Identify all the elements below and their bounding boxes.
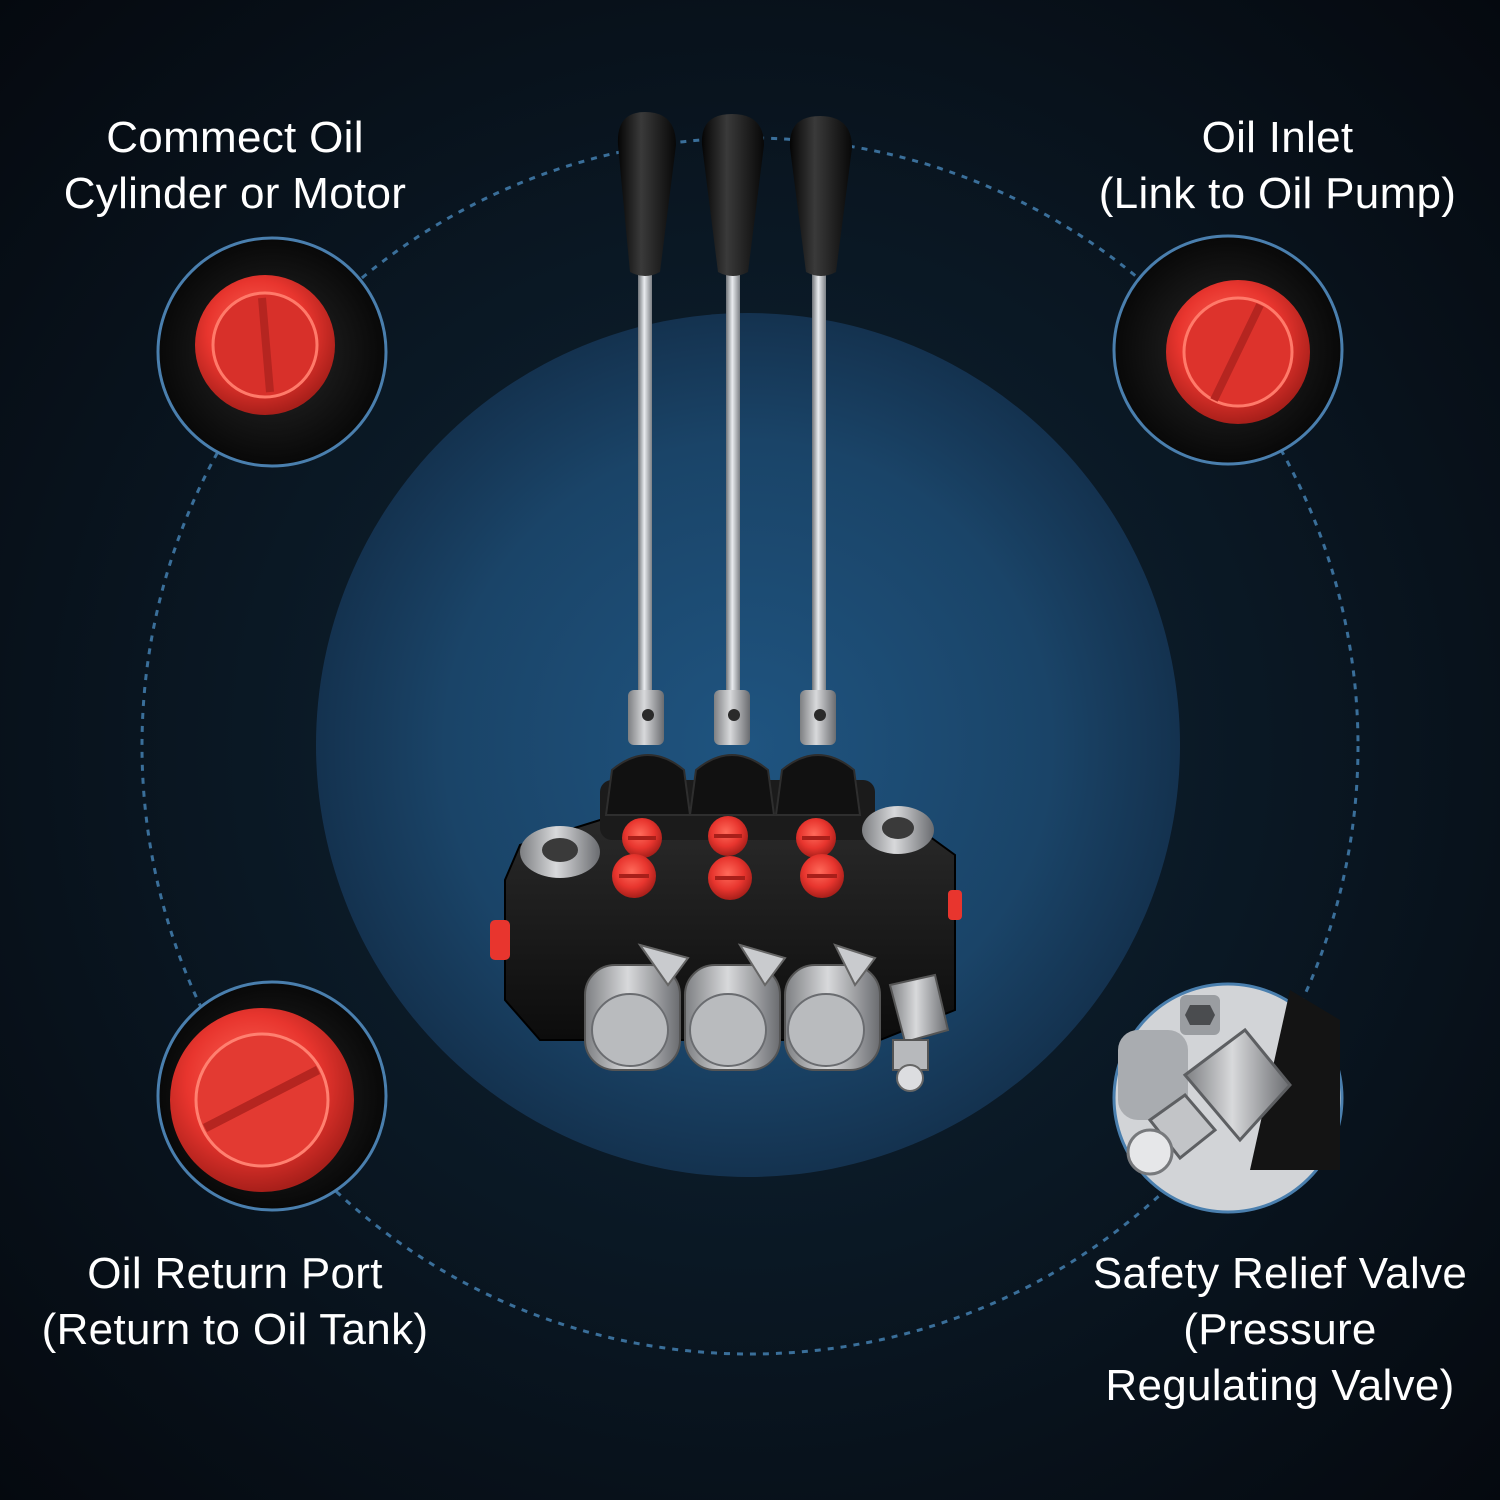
spool-cap (584, 943, 690, 1071)
red-port-cap-icon (1166, 280, 1310, 424)
control-lever (604, 112, 692, 816)
callout-line: (Pressure (1183, 1305, 1377, 1354)
port-cap (708, 816, 748, 856)
relief-valve (888, 973, 950, 1092)
port-cap (796, 818, 836, 858)
callout-line: (Link to Oil Pump) (1098, 169, 1457, 218)
callout-line: Safety Relief Valve (1092, 1249, 1468, 1298)
callout-label-cylinder-motor: Commect Oil Cylinder or Motor (10, 110, 460, 222)
port-cap (800, 854, 844, 898)
right-bolt-icon (862, 806, 934, 854)
port-cap (622, 818, 662, 858)
spool-cap (684, 943, 787, 1071)
callout-line: Oil Inlet (1201, 113, 1354, 162)
callout-circle-top-right (1112, 234, 1344, 466)
control-lever (774, 116, 862, 816)
relief-valve-nut-icon (1118, 990, 1340, 1176)
spool-cap (784, 943, 881, 1071)
callout-circle-bottom-left (156, 980, 388, 1212)
callout-line: (Return to Oil Tank) (41, 1305, 429, 1354)
hydraulic-valve-body (490, 780, 962, 1092)
callout-line: Regulating Valve) (1105, 1361, 1455, 1410)
left-bolt-icon (520, 826, 600, 878)
callout-label-oil-return: Oil Return Port (Return to Oil Tank) (5, 1246, 465, 1358)
red-port-cap-icon (170, 1008, 354, 1192)
callout-label-oil-inlet: Oil Inlet (Link to Oil Pump) (1055, 110, 1500, 222)
control-lever (688, 114, 776, 816)
port-cap (612, 854, 656, 898)
callout-line: Oil Return Port (87, 1249, 383, 1298)
callout-line: Cylinder or Motor (63, 169, 407, 218)
callout-circle-top-left (156, 236, 388, 468)
callout-circle-bottom-right (1112, 982, 1344, 1214)
callout-line: Commect Oil (106, 113, 364, 162)
red-port-cap-icon (195, 275, 335, 415)
port-cap (708, 856, 752, 900)
callout-label-relief-valve: Safety Relief Valve (Pressure Regulating… (1060, 1246, 1500, 1414)
